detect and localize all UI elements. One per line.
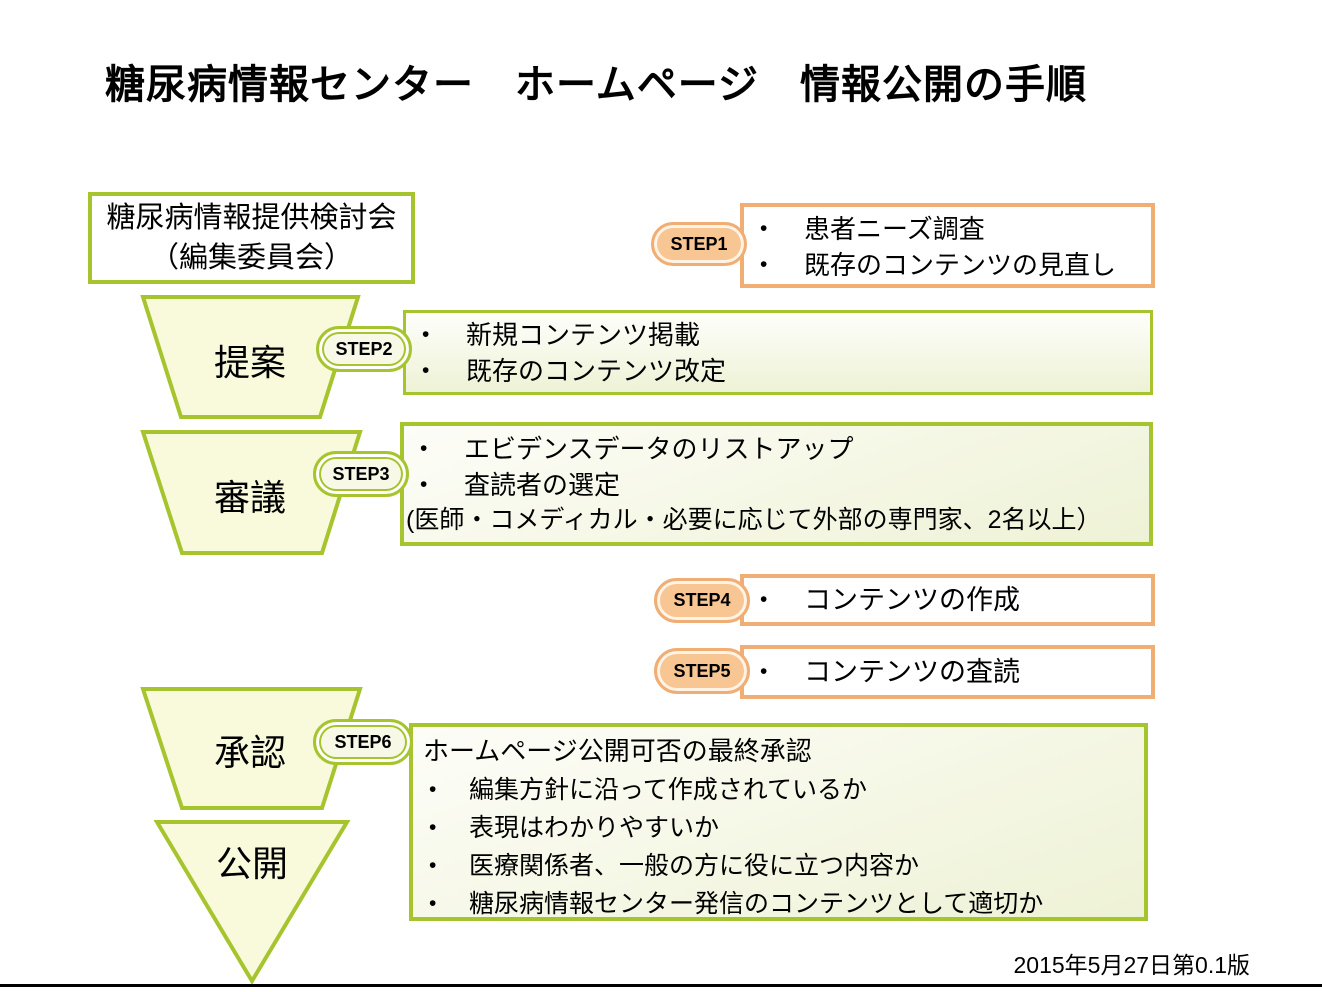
step3-note: (医師・コメディカル・必要に応じて外部の専門家、2名以上） <box>406 506 1102 534</box>
step1-box: 患者ニーズ調査 既存のコンテンツの見直し <box>740 203 1155 288</box>
bullet-item: 医療関係者、一般の方に役に立つ内容か <box>413 847 1144 885</box>
bullet-item: 既存のコンテンツ改定 <box>406 353 1150 389</box>
bullet-item: 既存のコンテンツの見直し <box>744 247 1151 283</box>
step6-heading: ホームページ公開可否の最終承認 <box>423 736 812 766</box>
stage-shape-deliberation <box>140 430 363 555</box>
committee-line2: （編集委員会） <box>149 242 353 274</box>
version-date: 2015年5月27日第0.1版 <box>1013 952 1250 978</box>
bullet-item: 表現はわかりやすいか <box>413 809 1144 847</box>
step1-pill: STEP1 <box>651 222 747 266</box>
bottom-rule <box>0 984 1322 987</box>
committee-box: 糖尿病情報提供検討会 （編集委員会） <box>88 192 415 284</box>
bullet-item: 査読者の選定 <box>404 467 1149 503</box>
stage-shape-publish <box>153 820 351 985</box>
stage-label-publish: 公開 <box>215 843 288 884</box>
committee-line1: 糖尿病情報提供検討会 <box>106 202 397 234</box>
step4-box: コンテンツの作成 <box>740 574 1155 626</box>
stage-shape-approval <box>140 687 363 810</box>
step5-pill: STEP5 <box>654 648 750 694</box>
step6-box: ホームページ公開可否の最終承認 編集方針に沿って作成されているか 表現はわかりや… <box>409 723 1148 921</box>
bullet-item: 新規コンテンツ掲載 <box>406 317 1150 353</box>
step5-box: コンテンツの査読 <box>740 645 1155 699</box>
bullet-item: エビデンスデータのリストアップ <box>404 431 1149 467</box>
page-title: 糖尿病情報センター ホームページ 情報公開の手順 <box>105 63 1087 107</box>
stage-label-approval: 承認 <box>213 732 286 773</box>
step3-box: エビデンスデータのリストアップ 査読者の選定 (医師・コメディカル・必要に応じて… <box>400 422 1153 546</box>
step4-pill: STEP4 <box>654 578 750 623</box>
step2-box: 新規コンテンツ掲載 既存のコンテンツ改定 <box>403 310 1153 395</box>
bullet-item: 編集方針に沿って作成されているか <box>413 771 1144 809</box>
stage-shape-proposal <box>140 295 361 419</box>
bullet-item: 患者ニーズ調査 <box>744 211 1151 247</box>
bullet-item: 糖尿病情報センター発信のコンテンツとして適切か <box>413 885 1144 923</box>
step3-pill: STEP3 <box>313 451 409 497</box>
step2-pill: STEP2 <box>316 326 412 372</box>
bullet-item: コンテンツの査読 <box>744 653 1151 691</box>
stage-label-proposal: 提案 <box>213 342 286 383</box>
bullet-item: コンテンツの作成 <box>744 581 1151 619</box>
stage-label-deliberation: 審議 <box>213 477 286 518</box>
step6-pill: STEP6 <box>313 719 413 765</box>
